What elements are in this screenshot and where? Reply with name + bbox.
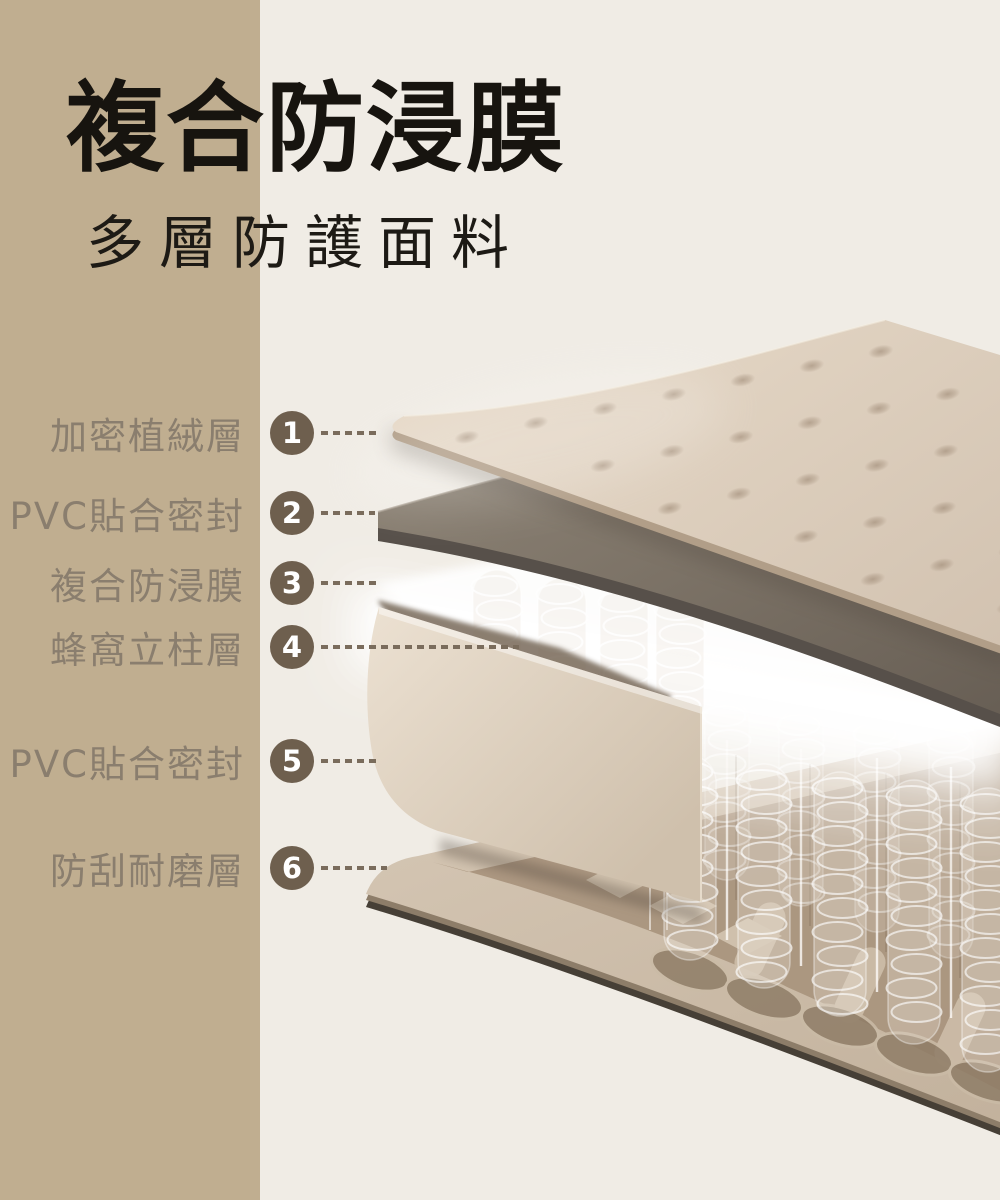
- left-accent-stripe: [0, 0, 260, 1200]
- layer1-quilted-top-graphic: [353, 319, 1000, 654]
- callout-dash-line: [321, 581, 379, 585]
- layer-label: 複合防浸膜: [50, 565, 245, 608]
- callout-dash-line: [321, 511, 375, 515]
- layer-number-badge: 2: [270, 491, 314, 535]
- page-subtitle: 多層防護面料: [86, 208, 525, 277]
- header-block: 複合防浸膜 多層防護面料: [66, 72, 567, 280]
- layer-number-badge: 3: [270, 561, 314, 605]
- callout-dash-line: [321, 431, 379, 435]
- layer-label: 防刮耐磨層: [50, 850, 245, 893]
- layer-number-badge: 5: [270, 739, 314, 783]
- callout-dash-line: [321, 645, 519, 649]
- layer-number-badge: 6: [270, 846, 314, 890]
- layer5-pvc-sheet-graphic: [367, 607, 702, 924]
- layer-label: 蜂窩立柱層: [50, 629, 245, 672]
- layer-callout-row: 加密植絨層 1: [0, 409, 1000, 458]
- page-title: 複合防浸膜: [66, 72, 567, 186]
- layer-number-badge: 4: [270, 625, 314, 669]
- layer-callout-row: PVC貼合密封 5: [0, 737, 1000, 786]
- layer-label: 加密植絨層: [50, 415, 245, 458]
- layer-label: PVC貼合密封: [9, 743, 245, 786]
- layer-callout-row: 蜂窩立柱層 4: [0, 623, 1000, 672]
- layer-callout-row: PVC貼合密封 2: [0, 489, 1000, 538]
- layer-label: PVC貼合密封: [9, 495, 245, 538]
- layer-number-badge: 1: [270, 411, 314, 455]
- layer-callout-row: 複合防浸膜 3: [0, 559, 1000, 608]
- layer-callout-row: 防刮耐磨層 6: [0, 844, 1000, 893]
- callout-dash-line: [321, 759, 381, 763]
- callout-dash-line: [321, 866, 387, 870]
